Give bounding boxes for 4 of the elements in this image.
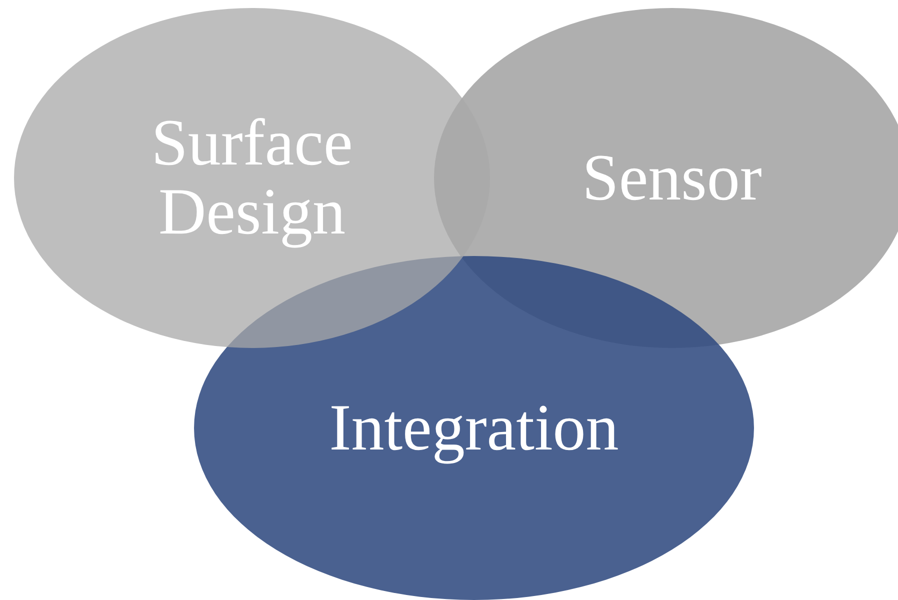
venn-label: Surface Design: [150, 108, 354, 248]
venn-label: Sensor: [582, 143, 762, 213]
venn-ellipse: [194, 256, 754, 600]
venn-label: Integration: [329, 393, 619, 463]
